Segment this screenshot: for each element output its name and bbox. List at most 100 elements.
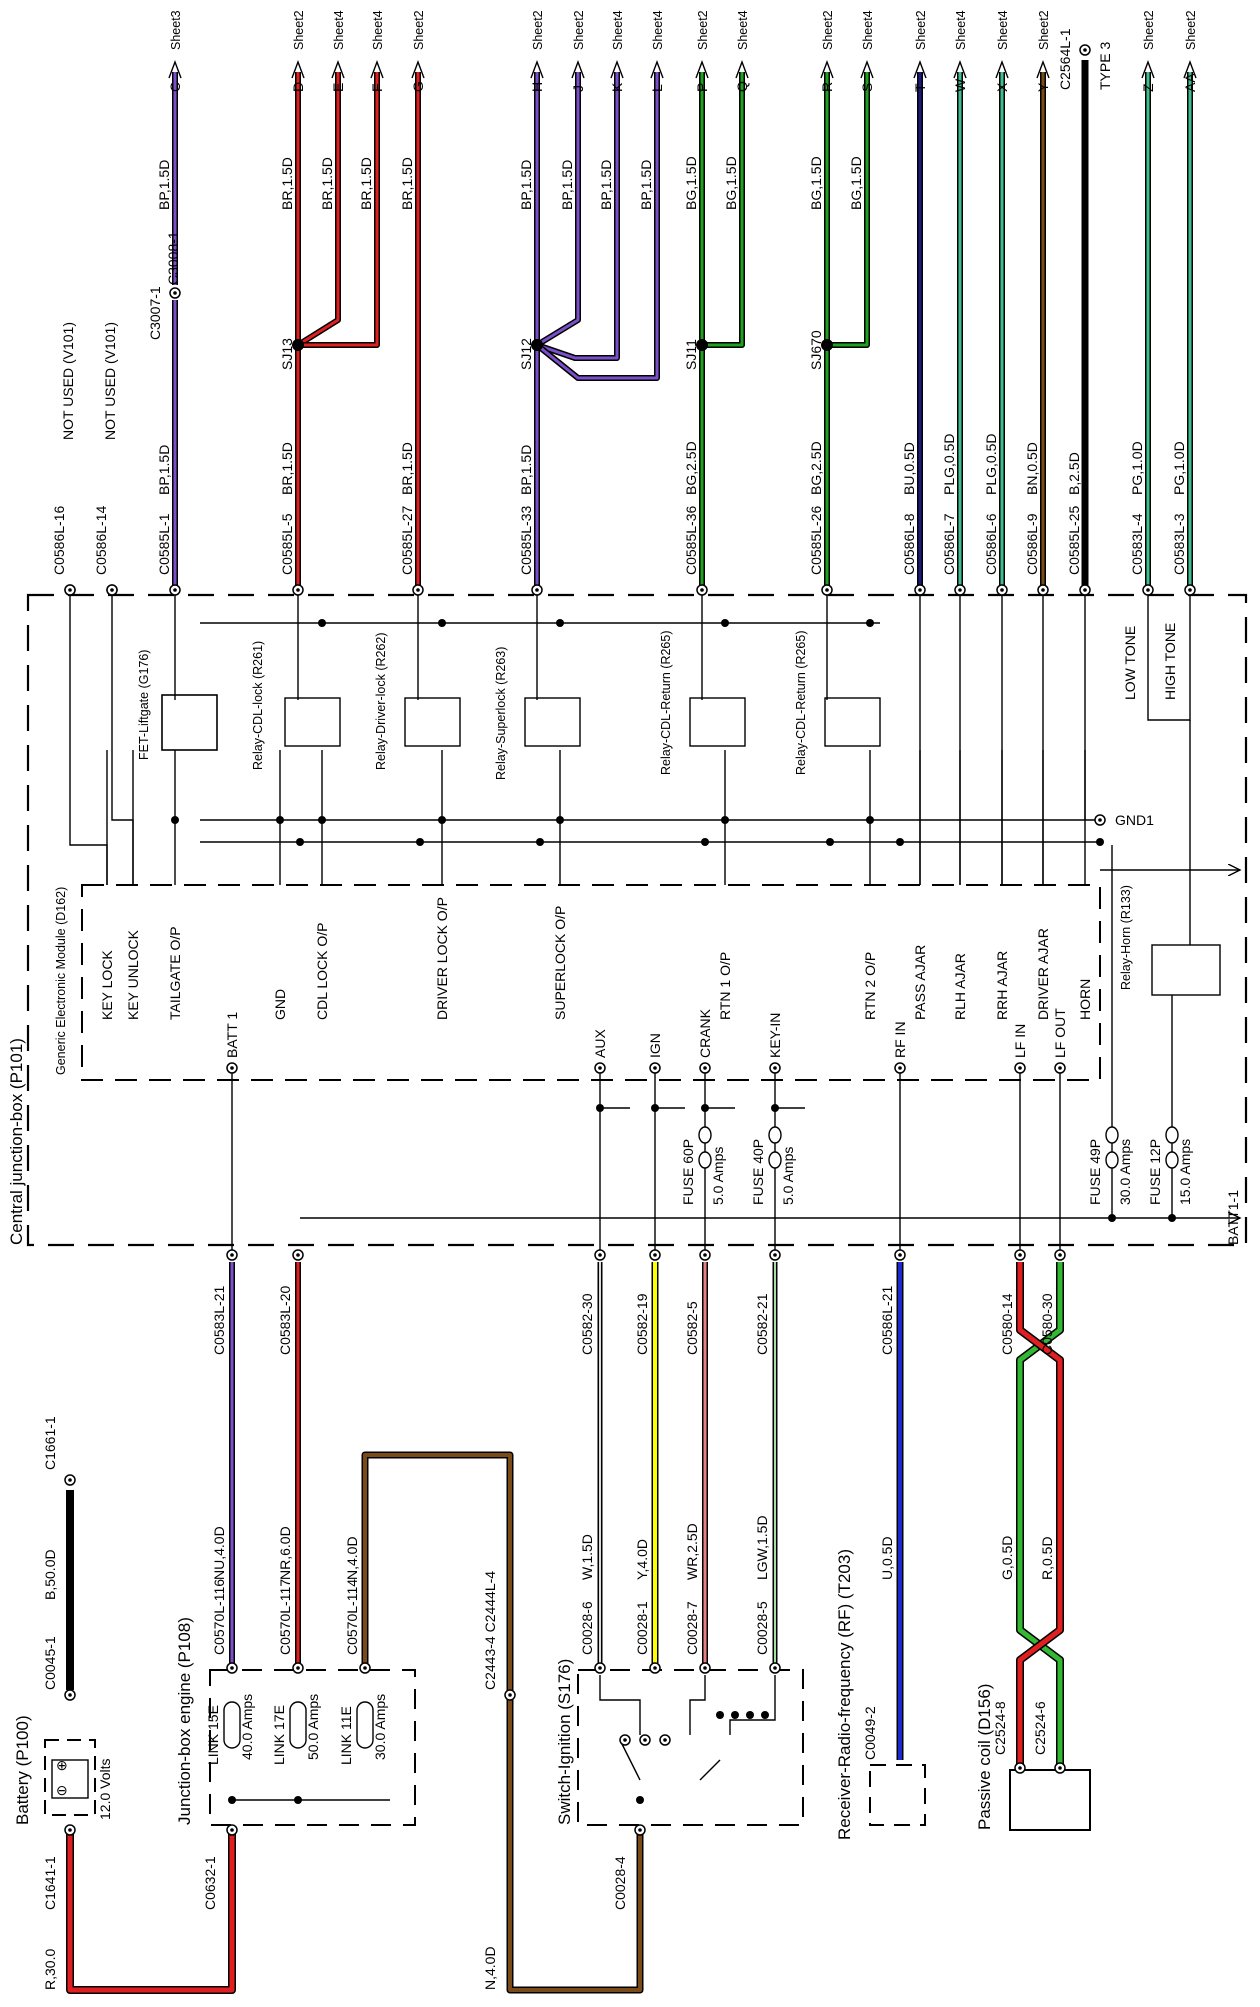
bus-dot-6 (866, 816, 874, 824)
right-dot-1 (1096, 838, 1104, 846)
output-sheet-3: Sheet4 (371, 10, 385, 50)
output-sheet-14: Sheet4 (954, 10, 968, 50)
c0632-pin-center (230, 1828, 234, 1832)
top-pin-2-center (173, 588, 177, 592)
c1641-pin-center (68, 1828, 72, 1832)
bottom-conn-label-5: C0582-21 (754, 1293, 770, 1355)
battery-frame (44, 1739, 96, 1816)
fuse-name-0: FUSE 60P (680, 1139, 696, 1205)
top-pin-1-center (110, 588, 114, 592)
output-sheet-1: Sheet2 (292, 10, 306, 50)
low-wire-label-0: BP,1.5D (156, 445, 172, 495)
battery-minus: ⊖ (56, 1782, 68, 1798)
low-wire-label-10: B,2.5D (1066, 452, 1082, 495)
fuse-top-0 (698, 1126, 712, 1144)
link-name-2: LINK 11E (338, 1706, 354, 1765)
gem-pin-label-9: PASS AJAR (912, 945, 928, 1020)
splice-label-3: SJ670 (808, 330, 824, 370)
up-wire-label-2: BR,1.5D (319, 157, 335, 210)
bottom-conn-label-4: C0582-5 (684, 1301, 700, 1355)
sw-line-3 (729, 1675, 776, 1735)
bus-dot-3 (438, 816, 446, 824)
sw-pin-1-center (653, 1666, 657, 1670)
wire-l (536, 72, 659, 380)
bus3-dot-2 (556, 619, 564, 627)
central-box-frame (26, 593, 1248, 1247)
bottom-conn-label-7: C0580-14 (999, 1293, 1015, 1355)
output-arrow-11 (820, 60, 834, 79)
type3-label: TYPE 3 (1097, 42, 1113, 90)
output-arrow-17 (1141, 60, 1155, 79)
low-wire-label-2: BR,1.5D (399, 442, 415, 495)
low-wire-label-1: BR,1.5D (279, 442, 295, 495)
splice-sj670 (821, 339, 833, 351)
up-wire-label-6: BP,1.5D (559, 160, 575, 210)
splice-sj12 (531, 339, 543, 351)
not-used-drop-1 (69, 595, 108, 885)
bus3-dot-1 (438, 619, 446, 627)
low-wire-label-12: PG,1.0D (1171, 441, 1187, 495)
output-arrow-3 (370, 60, 384, 79)
fuse-bot-3 (1165, 1151, 1179, 1169)
c2564-label: C2564L-1 (1057, 28, 1073, 90)
gem-input-label-7: LF OUT (1052, 1008, 1068, 1058)
output-sheet-10: Sheet4 (736, 10, 750, 50)
top-pin-6-center (700, 588, 704, 592)
output-arrow-0 (168, 60, 182, 79)
junction-engine-title: Junction-box engine (P108) (175, 1617, 194, 1825)
gem-input-pin-4-center (773, 1066, 777, 1070)
splice-label-1: SJ12 (518, 338, 534, 370)
bus-dot-2 (318, 816, 326, 824)
output-letter-9: P (694, 83, 710, 92)
output-sheet-0: Sheet3 (169, 10, 183, 50)
gem-input-tap-3 (771, 1104, 779, 1112)
output-sheet-16: Sheet2 (1037, 10, 1051, 50)
output-sheet-2: Sheet4 (332, 10, 346, 50)
output-letter-13: T (912, 83, 928, 92)
output-sheet-11: Sheet2 (821, 10, 835, 50)
gem-input-label-0: BATT 1 (224, 1012, 240, 1058)
bus-dot-4 (556, 816, 564, 824)
not-used-label-1: NOT USED (V101) (60, 322, 76, 440)
bottom-pin-2-center (598, 1253, 602, 1257)
top-conn-label-0: C0586L-16 (51, 506, 67, 575)
bus-dot-5 (721, 816, 729, 824)
gem-pin-label-10: RLH AJAR (952, 953, 968, 1020)
coil-pin-1-center (1018, 1766, 1022, 1770)
gem-input-pin-7-center (1058, 1066, 1062, 1070)
link-amps-1: 50.0 Amps (305, 1694, 321, 1760)
low-wire-label-4: BG,2.5D (683, 441, 699, 495)
relay-superlock-label: Relay-Superlock (R263) (494, 647, 508, 780)
gem-input-pin-5-center (898, 1066, 902, 1070)
link-fuse-1 (289, 1701, 307, 1749)
wire-coil-g (1017, 1262, 1063, 1765)
engine-dot-1 (228, 1796, 236, 1804)
inline-conn-label-1: C3007-1 (147, 286, 163, 340)
output-arrow-13 (913, 60, 927, 79)
output-letter-7: K (609, 82, 625, 92)
gem-frame (81, 884, 1101, 1081)
top-conn-label-2: C0585L-1 (156, 513, 172, 575)
low-wire-label-7: PLG,0.5D (941, 434, 957, 495)
bottom-pin-1-center (296, 1253, 300, 1257)
relay-ret1-label: Relay-CDL-Return (R265) (659, 631, 673, 776)
sw-pin-3-center (773, 1666, 777, 1670)
fuse-bot-1 (768, 1151, 782, 1169)
low-conn-label-0: C0570L-116 (211, 1579, 227, 1655)
gem-pin-label-4: CDL LOCK O/P (314, 922, 330, 1020)
sw-line-2 (689, 1675, 706, 1735)
engine-dot-2 (294, 1796, 302, 1804)
sw-dot-3 (761, 1711, 769, 1719)
c0028-4-label: C0028-4 (612, 1856, 628, 1910)
bottom-pin-5-center (773, 1253, 777, 1257)
link-pin-0-center (230, 1666, 234, 1670)
wire-n-loop (363, 1453, 512, 1695)
output-sheet-15: Sheet4 (996, 10, 1010, 50)
low-tone-label: LOW TONE (1122, 626, 1138, 700)
top-conn-label-13: C0583L-4 (1129, 513, 1145, 575)
not-used-drop-2 (111, 595, 134, 885)
gem-input-tap-0 (596, 1104, 604, 1112)
fuse-amps-1: 5.0 Amps (780, 1147, 796, 1205)
bottom-pin-8-center (1058, 1253, 1062, 1257)
batt-dot-1 (1108, 1214, 1116, 1222)
